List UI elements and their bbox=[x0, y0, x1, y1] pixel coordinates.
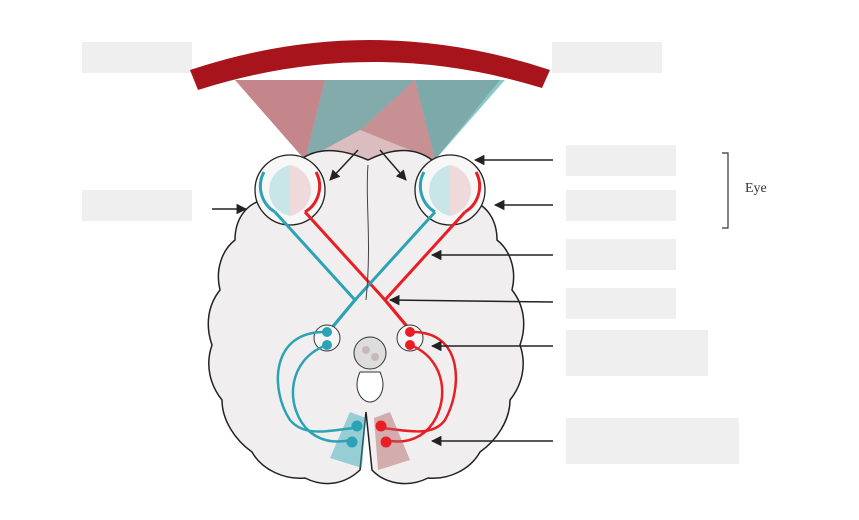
red-cone-center bbox=[360, 80, 435, 160]
label-box-left-middle[interactable] bbox=[82, 190, 192, 221]
red-cone-left bbox=[235, 80, 325, 160]
arrow-lens-left bbox=[329, 149, 359, 181]
left-optic-radiation-outer bbox=[276, 330, 356, 433]
right-optic-nerve-teal bbox=[328, 210, 437, 331]
eye-bracket bbox=[722, 152, 729, 229]
brainstem bbox=[356, 371, 384, 403]
label-box-top-right[interactable] bbox=[552, 42, 662, 73]
left-eye-red-retina bbox=[290, 165, 311, 216]
left-eye-teal-retina bbox=[269, 165, 290, 216]
right-eye-red-retina bbox=[450, 165, 471, 216]
label-box-right-2[interactable] bbox=[566, 190, 676, 221]
label-box-right-3[interactable] bbox=[566, 239, 676, 270]
teal-cone-right bbox=[415, 80, 505, 160]
visual-field-arc bbox=[190, 40, 550, 90]
teal-cone-center bbox=[305, 80, 415, 160]
label-box-right-6[interactable] bbox=[566, 418, 739, 464]
label-box-right-4[interactable] bbox=[566, 288, 676, 319]
arrow-lens-right bbox=[379, 149, 407, 181]
label-box-right-5[interactable] bbox=[566, 330, 708, 376]
right-optic-nerve-red bbox=[383, 210, 467, 331]
midbrain bbox=[353, 336, 387, 370]
arrow-right-4 bbox=[388, 294, 554, 306]
right-optic-radiation-inner bbox=[384, 343, 444, 443]
right-eye-teal-retina bbox=[429, 165, 450, 216]
label-box-top-left[interactable] bbox=[82, 42, 192, 73]
left-optic-radiation-inner bbox=[291, 343, 353, 443]
eye-label: Eye bbox=[745, 181, 767, 196]
label-box-right-1[interactable] bbox=[566, 145, 676, 176]
